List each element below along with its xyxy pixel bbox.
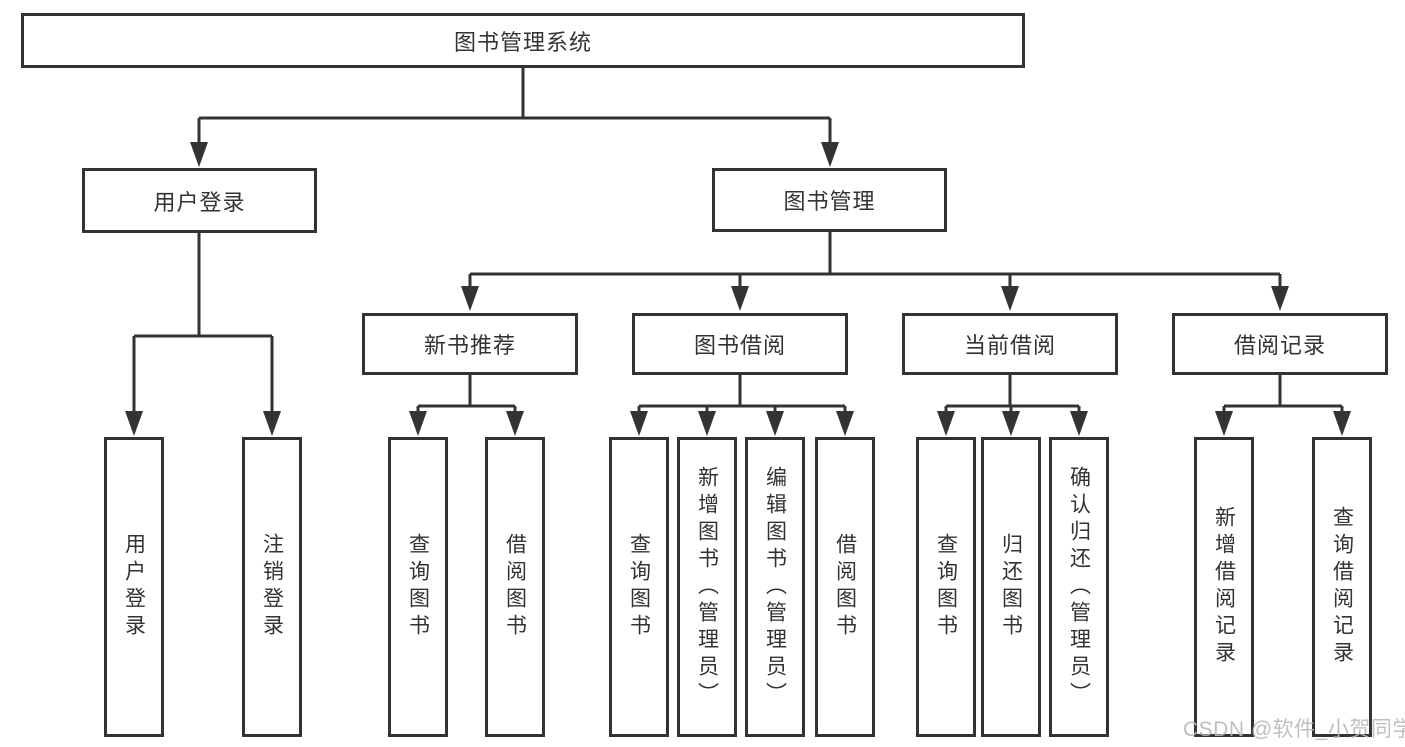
connector-strokes	[132, 68, 1344, 414]
node-label: 确认归还（管理员）	[1067, 465, 1091, 709]
leaf-add-borrow-record: 新增借阅记录	[1194, 437, 1254, 737]
node-label: 归还图书	[999, 533, 1023, 641]
leaf-query-borrow-record: 查询借阅记录	[1312, 437, 1372, 737]
arrowheads	[125, 142, 1351, 436]
leaf-confirm-return-admin: 确认归还（管理员）	[1049, 437, 1109, 737]
node-label: 当前借阅	[963, 333, 1056, 358]
node-label: 图书管理	[783, 189, 876, 214]
leaf-logout: 注销登录	[242, 437, 302, 737]
node-label: 图书借阅	[693, 333, 786, 358]
node-label: 新书推荐	[423, 333, 516, 358]
leaf-borrow-books-recommend: 借阅图书	[485, 437, 545, 737]
node-label: 查询图书	[627, 533, 651, 641]
node-label: 图书管理系统	[453, 29, 592, 55]
node-label: 借阅记录	[1233, 333, 1326, 358]
node-label: 编辑图书（管理员）	[763, 465, 787, 709]
leaf-return-books: 归还图书	[981, 437, 1041, 737]
node-label: 查询图书	[934, 533, 958, 641]
node-label: 查询图书	[406, 533, 430, 641]
node-book-management: 图书管理	[712, 168, 947, 232]
node-label: 借阅图书	[503, 533, 527, 641]
csdn-watermark: CSDN @软件_小贺同学	[1183, 718, 1405, 741]
leaf-query-books-current: 查询图书	[916, 437, 976, 737]
node-library-management-system: 图书管理系统	[21, 13, 1025, 68]
leaf-query-books-recommend: 查询图书	[388, 437, 448, 737]
node-label: 用户登录	[122, 533, 146, 641]
leaf-add-books-admin: 新增图书（管理员）	[677, 437, 737, 737]
node-current-borrowing: 当前借阅	[902, 313, 1118, 375]
node-label: 用户登录	[153, 189, 246, 215]
leaf-edit-books-admin: 编辑图书（管理员）	[745, 437, 805, 737]
node-label: 新增借阅记录	[1212, 506, 1236, 668]
leaf-borrow-books-borrowing: 借阅图书	[815, 437, 875, 737]
node-user-login: 用户登录	[82, 168, 317, 233]
node-new-book-recommendation: 新书推荐	[362, 313, 578, 375]
node-label: 新增图书（管理员）	[695, 465, 719, 709]
node-label: 借阅图书	[833, 533, 857, 641]
node-borrowing-records: 借阅记录	[1172, 313, 1388, 375]
leaf-user-login: 用户登录	[104, 437, 164, 737]
node-book-borrowing: 图书借阅	[632, 313, 848, 375]
node-label: 查询借阅记录	[1330, 506, 1354, 668]
leaf-query-books-borrowing: 查询图书	[609, 437, 669, 737]
node-label: 注销登录	[260, 533, 284, 641]
